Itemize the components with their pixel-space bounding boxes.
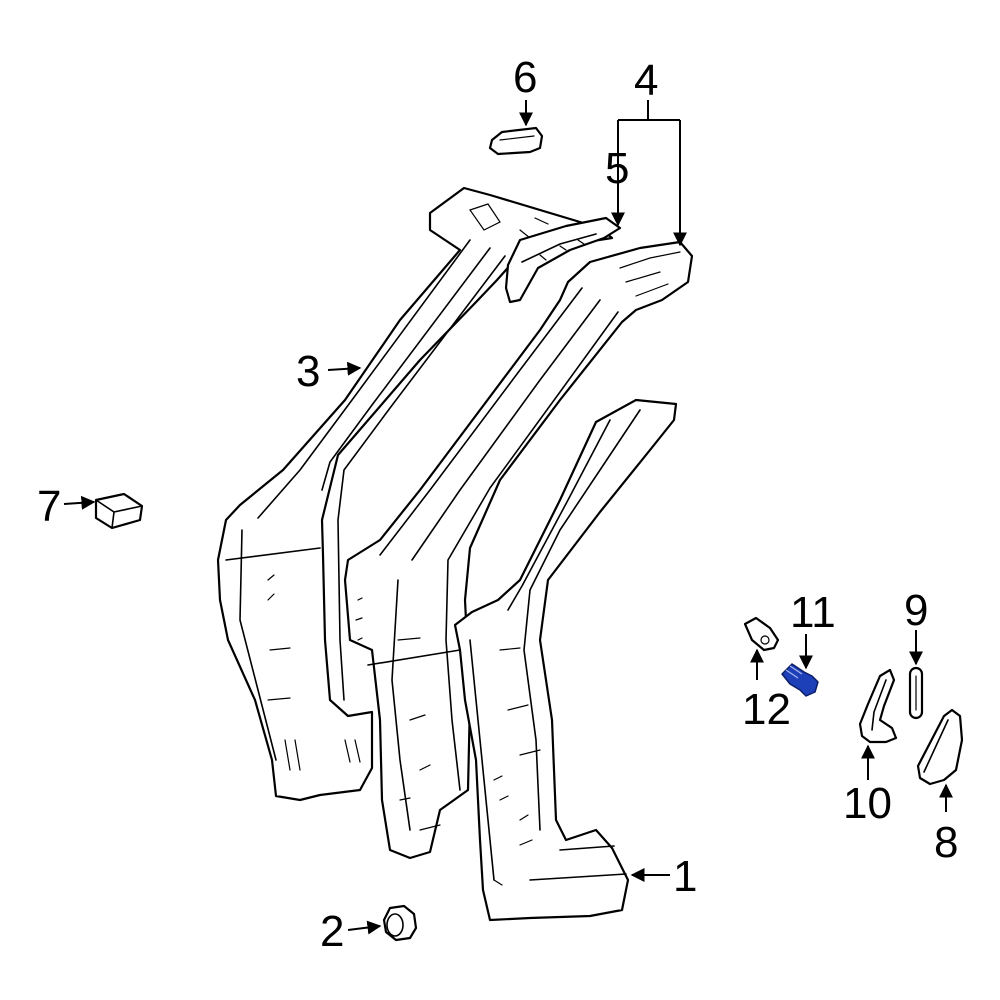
part-11-shape [781,663,819,697]
callout-8: 8 [934,818,958,867]
part-6-clip[interactable] [488,126,544,156]
callout-labels: 1 2 3 4 5 6 7 8 9 10 11 12 [37,53,958,956]
leader-lines [63,100,953,935]
callout-10: 10 [843,779,892,828]
part-7-spacer-block[interactable] [94,492,144,530]
callout-6: 6 [513,53,537,102]
leader-3 [327,361,362,376]
leader-7 [63,495,96,510]
leader-2 [347,920,382,935]
part-1-center-pillar[interactable] [453,398,678,922]
callout-11: 11 [790,588,836,637]
part-5-pillar-reinforcement[interactable] [504,216,622,304]
callout-3: 3 [296,347,320,396]
callout-2: 2 [320,907,344,956]
callout-4: 4 [634,56,658,105]
callout-9: 9 [904,586,928,635]
callout-1: 1 [673,852,697,901]
part-4-center-pillar-inner[interactable] [343,240,694,860]
part-11-bolt-highlighted[interactable] [781,663,819,697]
callout-12: 12 [742,685,791,734]
callout-7: 7 [37,482,61,531]
part-2-plug[interactable] [382,904,418,942]
part-9-strip[interactable] [908,666,924,720]
part-8-cover[interactable] [916,708,964,786]
part-10-hook[interactable] [858,668,898,744]
callout-5: 5 [605,144,629,193]
part-12-bolt[interactable] [743,616,780,652]
